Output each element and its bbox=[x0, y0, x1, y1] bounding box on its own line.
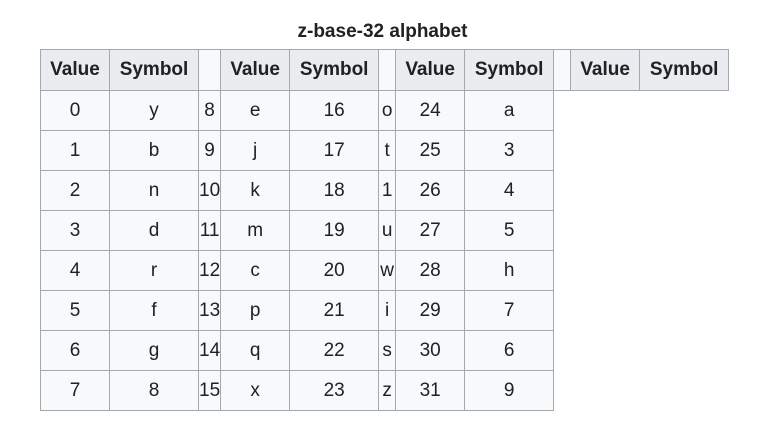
symbol-cell: u bbox=[378, 210, 397, 251]
value-cell: 11 bbox=[197, 210, 222, 251]
symbol-cell: s bbox=[378, 330, 397, 371]
symbol-cell: y bbox=[109, 90, 199, 131]
symbol-cell: 6 bbox=[464, 330, 555, 371]
symbol-cell: r bbox=[109, 250, 199, 291]
value-cell: 25 bbox=[395, 130, 466, 171]
symbol-cell: a bbox=[464, 90, 555, 131]
symbol-cell: x bbox=[220, 370, 291, 411]
value-cell: 1 bbox=[40, 130, 110, 171]
value-cell: 4 bbox=[40, 250, 110, 291]
symbol-cell: 3 bbox=[464, 130, 555, 171]
symbol-cell: g bbox=[109, 330, 199, 371]
symbol-cell: 8 bbox=[109, 370, 199, 411]
value-cell: 10 bbox=[197, 170, 222, 211]
symbol-cell: 9 bbox=[464, 370, 555, 411]
symbol-cell: n bbox=[109, 170, 199, 211]
symbol-cell: z bbox=[378, 370, 397, 411]
value-cell: 9 bbox=[197, 130, 222, 171]
symbol-cell: c bbox=[220, 250, 291, 291]
symbol-cell: 7 bbox=[464, 290, 555, 331]
symbol-cell: k bbox=[220, 170, 291, 211]
value-cell: 23 bbox=[289, 370, 380, 411]
header-symbol: Symbol bbox=[109, 49, 199, 91]
symbol-cell: j bbox=[220, 130, 291, 171]
symbol-cell: 4 bbox=[464, 170, 555, 211]
table-caption: z-base-32 alphabet bbox=[297, 21, 468, 42]
symbol-cell: h bbox=[464, 250, 555, 291]
value-cell: 31 bbox=[395, 370, 466, 411]
value-cell: 13 bbox=[197, 290, 222, 331]
column-spacer bbox=[378, 49, 397, 91]
value-cell: 21 bbox=[289, 290, 380, 331]
column-spacer bbox=[197, 49, 222, 91]
header-value: Value bbox=[570, 49, 641, 91]
value-cell: 14 bbox=[197, 330, 222, 371]
value-cell: 0 bbox=[40, 90, 110, 131]
header-row: Value Symbol Value Symbol Value Symbol V… bbox=[40, 49, 730, 91]
value-cell: 12 bbox=[197, 250, 222, 291]
symbol-cell: o bbox=[378, 90, 397, 131]
value-cell: 24 bbox=[395, 90, 466, 131]
symbol-cell: p bbox=[220, 290, 291, 331]
header-symbol: Symbol bbox=[639, 49, 730, 91]
symbol-cell: i bbox=[378, 290, 397, 331]
value-cell: 15 bbox=[197, 370, 222, 411]
header-value: Value bbox=[220, 49, 291, 91]
value-cell: 16 bbox=[289, 90, 380, 131]
value-cell: 17 bbox=[289, 130, 380, 171]
value-cell: 29 bbox=[395, 290, 466, 331]
header-value: Value bbox=[395, 49, 466, 91]
value-cell: 18 bbox=[289, 170, 380, 211]
symbol-cell: 5 bbox=[464, 210, 555, 251]
value-cell: 7 bbox=[40, 370, 110, 411]
symbol-cell: m bbox=[220, 210, 291, 251]
symbol-cell: e bbox=[220, 90, 291, 131]
value-cell: 3 bbox=[40, 210, 110, 251]
symbol-cell: 1 bbox=[378, 170, 397, 211]
value-cell: 2 bbox=[40, 170, 110, 211]
alphabet-table: Value Symbol Value Symbol Value Symbol V… bbox=[40, 49, 730, 411]
value-cell: 5 bbox=[40, 290, 110, 331]
header-symbol: Symbol bbox=[464, 49, 555, 91]
header-symbol: Symbol bbox=[289, 49, 380, 91]
value-cell: 30 bbox=[395, 330, 466, 371]
value-cell: 27 bbox=[395, 210, 466, 251]
value-cell: 26 bbox=[395, 170, 466, 211]
symbol-cell: w bbox=[378, 250, 397, 291]
symbol-cell: q bbox=[220, 330, 291, 371]
symbol-cell: t bbox=[378, 130, 397, 171]
value-cell: 6 bbox=[40, 330, 110, 371]
symbol-cell: f bbox=[109, 290, 199, 331]
symbol-cell: b bbox=[109, 130, 199, 171]
value-cell: 22 bbox=[289, 330, 380, 371]
value-cell: 19 bbox=[289, 210, 380, 251]
header-value: Value bbox=[40, 49, 110, 91]
symbol-cell: d bbox=[109, 210, 199, 251]
column-spacer bbox=[553, 49, 572, 91]
value-cell: 8 bbox=[197, 90, 222, 131]
value-cell: 28 bbox=[395, 250, 466, 291]
value-cell: 20 bbox=[289, 250, 380, 291]
